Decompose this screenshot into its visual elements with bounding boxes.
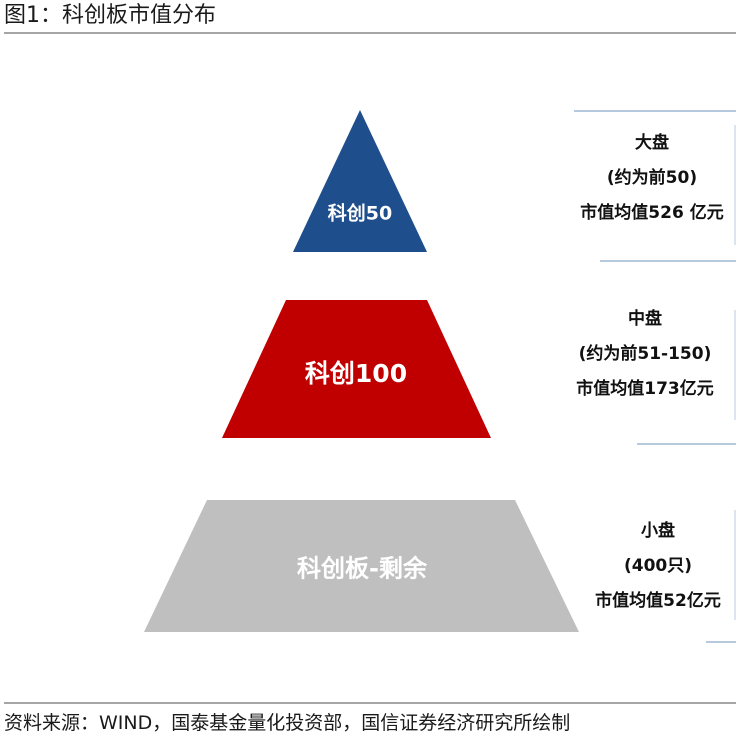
bracket-vertical-top xyxy=(734,125,736,245)
tier-top-label: 科创50 xyxy=(327,202,393,225)
segment-range: (约为前50) xyxy=(606,168,698,188)
bracket-line-middle xyxy=(637,443,736,445)
tier-middle-label: 科创100 xyxy=(304,359,408,388)
source-note: 资料来源：WIND，国泰基金量化投资部，国信证券经济研究所绘制 xyxy=(4,712,571,734)
bracket-vertical-middle xyxy=(734,310,736,420)
segment-avg-cap: 市值均值173亿元 xyxy=(576,379,714,399)
segment-name: 大盘 xyxy=(635,133,669,153)
segment-avg-cap: 市值均值526 亿元 xyxy=(580,203,724,223)
segment-name: 小盘 xyxy=(641,521,675,541)
bracket-line-bottom xyxy=(706,641,736,643)
side-label-large-cap: 大盘 (约为前50) 市值均值526 亿元 xyxy=(562,126,736,231)
segment-range: (约为前51-150) xyxy=(578,344,712,364)
tier-middle-trapezoid xyxy=(222,300,491,438)
figure-title: 图1：科创板市值分布 xyxy=(4,3,216,28)
tier-bottom-label: 科创板-剩余 xyxy=(297,554,427,583)
segment-avg-cap: 市值均值52亿元 xyxy=(595,591,721,611)
bracket-vertical-bottom xyxy=(734,510,736,620)
source-divider xyxy=(4,702,736,704)
side-label-small-cap: 小盘 (400只) 市值均值52亿元 xyxy=(568,514,736,619)
segment-name: 中盘 xyxy=(628,309,662,329)
bracket-line-top-1 xyxy=(574,110,736,112)
side-label-mid-cap: 中盘 (约为前51-150) 市值均值173亿元 xyxy=(555,302,735,407)
title-divider xyxy=(4,32,736,34)
tier-bottom-trapezoid xyxy=(144,500,579,632)
tier-top-triangle xyxy=(293,110,427,252)
segment-range: (400只) xyxy=(623,556,693,576)
bracket-line-top-2 xyxy=(600,260,736,262)
